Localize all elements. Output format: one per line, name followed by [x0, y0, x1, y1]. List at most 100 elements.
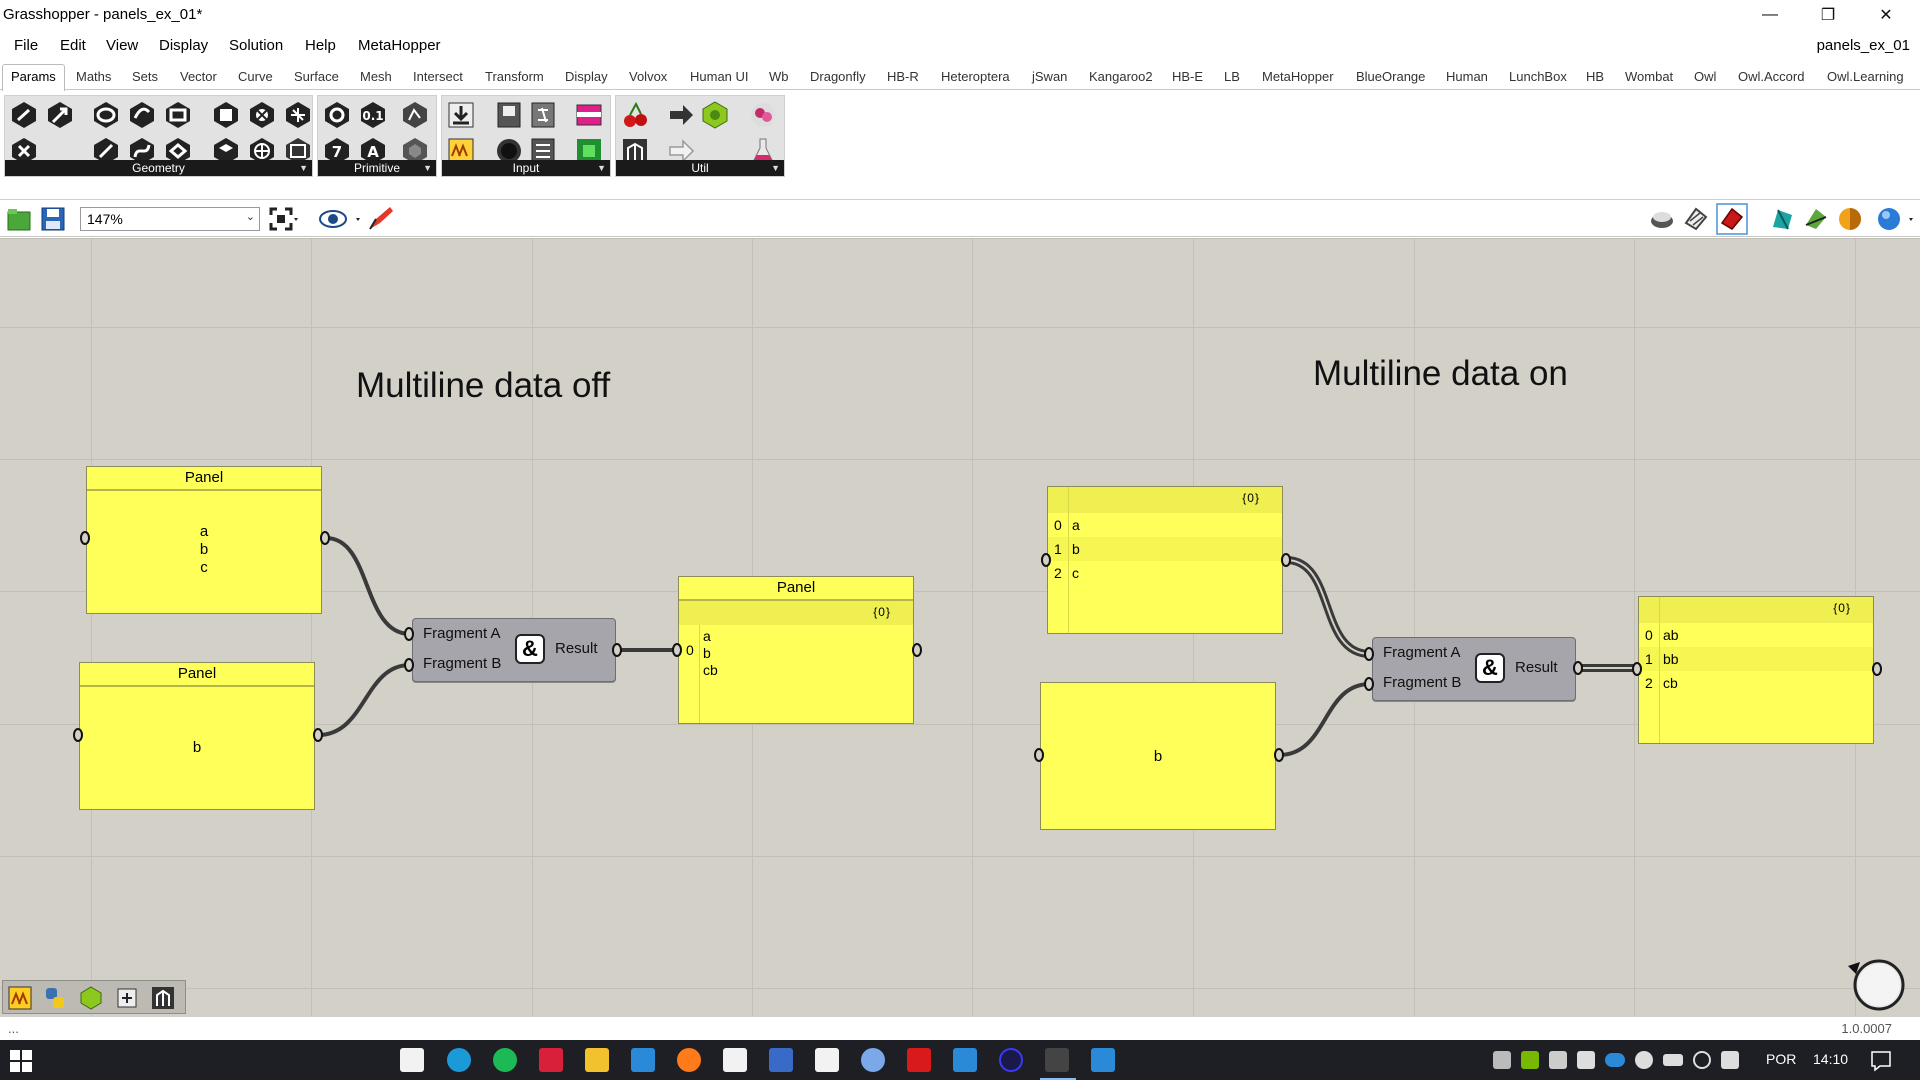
- preview-selected-icon[interactable]: [1768, 205, 1796, 233]
- input-grip[interactable]: [1041, 553, 1051, 567]
- tab-display[interactable]: Display: [565, 69, 608, 84]
- button-icon[interactable]: [494, 136, 524, 166]
- zoom-dropdown[interactable]: 147%⌄: [80, 207, 260, 231]
- tray-pen-icon[interactable]: [1577, 1051, 1595, 1069]
- tab-mesh[interactable]: Mesh: [360, 69, 392, 84]
- polyline-param-icon[interactable]: [163, 136, 193, 166]
- plane-param-icon[interactable]: [9, 136, 39, 166]
- preview-eye-icon[interactable]: [318, 206, 362, 232]
- tray-cloud-icon[interactable]: [1635, 1051, 1653, 1069]
- rstudio-icon[interactable]: [861, 1048, 885, 1072]
- grasshopper-canvas[interactable]: Multiline data off Multiline data on Pan…: [0, 238, 1920, 1016]
- tab-maths[interactable]: Maths: [76, 69, 112, 84]
- text-param-icon[interactable]: A: [358, 136, 388, 166]
- onedrive-icon[interactable]: [1605, 1053, 1625, 1067]
- panel-input-b[interactable]: Panel b: [79, 662, 315, 810]
- render-sphere-icon[interactable]: [1876, 205, 1916, 233]
- tab-sets[interactable]: Sets: [132, 69, 159, 84]
- tab-heteroptera[interactable]: Heteroptera: [941, 69, 1010, 84]
- input-grip[interactable]: [1034, 748, 1044, 762]
- tab-lb[interactable]: LB: [1224, 69, 1240, 84]
- galapagos-widget-icon[interactable]: [79, 986, 103, 1010]
- output-grip[interactable]: [313, 728, 323, 742]
- tab-owl-accord[interactable]: Owl.Accord: [1738, 69, 1805, 84]
- brep-param-icon[interactable]: [247, 100, 277, 130]
- line-param-icon[interactable]: [91, 136, 121, 166]
- mendeley-icon[interactable]: [539, 1048, 563, 1072]
- battery-icon[interactable]: [1663, 1054, 1683, 1066]
- jump-arrow-outline-icon[interactable]: [666, 136, 696, 166]
- volume-icon[interactable]: [1721, 1051, 1739, 1069]
- shaded-preview-icon[interactable]: [1716, 203, 1748, 235]
- mesh-param-icon[interactable]: [283, 100, 313, 130]
- open-file-icon[interactable]: [6, 206, 32, 232]
- box-param-icon[interactable]: [211, 136, 241, 166]
- panel-output-right[interactable]: {0} 0 ab 1 bb 2 cb: [1638, 596, 1874, 744]
- panel-input-a-multiline[interactable]: {0} 0 a 1 b 2 c: [1047, 486, 1283, 634]
- tab-dragonfly[interactable]: Dragonfly: [810, 69, 866, 84]
- curve-param-icon[interactable]: [127, 136, 157, 166]
- panel-input-b-multiline[interactable]: b: [1040, 682, 1276, 830]
- nvidia-icon[interactable]: [1521, 1051, 1539, 1069]
- material-sphere-icon[interactable]: [1836, 205, 1864, 233]
- input-fragment-b[interactable]: Fragment B: [423, 655, 502, 672]
- sticky-notes-icon[interactable]: [953, 1048, 977, 1072]
- tab-hb-r[interactable]: HB-R: [887, 69, 919, 84]
- clock-time[interactable]: 14:10: [1813, 1051, 1849, 1067]
- tab-hb-e[interactable]: HB-E: [1172, 69, 1204, 84]
- tab-lunchbox[interactable]: LunchBox: [1509, 69, 1567, 84]
- tab-params[interactable]: Params: [2, 64, 65, 91]
- output-grip[interactable]: [1872, 662, 1882, 676]
- windows-start-icon[interactable]: [10, 1050, 32, 1072]
- geometry-param-icon[interactable]: [283, 136, 313, 166]
- spotify-icon[interactable]: [493, 1048, 517, 1072]
- menu-file[interactable]: File: [14, 37, 39, 54]
- fuzzy-icon[interactable]: [748, 100, 778, 130]
- pycharm-icon[interactable]: [723, 1048, 747, 1072]
- output-grip[interactable]: [912, 643, 922, 657]
- panel-output-left[interactable]: Panel {0} 0 a b cb: [678, 576, 914, 724]
- add-widget-icon[interactable]: [115, 986, 139, 1010]
- output-result[interactable]: Result: [555, 640, 598, 657]
- tab-surface[interactable]: Surface: [294, 69, 339, 84]
- input-language[interactable]: POR: [1766, 1051, 1797, 1067]
- tab-hb[interactable]: HB: [1586, 69, 1605, 84]
- output-grip[interactable]: [612, 643, 622, 657]
- menu-metahopper[interactable]: MetaHopper: [358, 37, 441, 54]
- panel-input-a[interactable]: Panel a b c: [86, 466, 322, 614]
- input-fragment-a[interactable]: Fragment A: [423, 625, 501, 642]
- wireframe-preview-icon[interactable]: [1682, 205, 1710, 233]
- document-preview-icon[interactable]: [1802, 205, 1830, 233]
- tab-human-ui[interactable]: Human UI: [690, 69, 749, 84]
- input-grip[interactable]: [80, 531, 90, 545]
- grasshopper-taskbar-icon[interactable]: [1045, 1048, 1069, 1072]
- sync-icon[interactable]: [769, 1048, 793, 1072]
- network-icon[interactable]: [1693, 1051, 1711, 1069]
- slider-icon[interactable]: [494, 100, 524, 130]
- python-icon[interactable]: [43, 986, 67, 1010]
- rectangle-param-icon[interactable]: [163, 100, 193, 130]
- color-swatch-icon[interactable]: [574, 136, 604, 166]
- no-preview-icon[interactable]: [1648, 205, 1676, 233]
- tab-wombat[interactable]: Wombat: [1625, 69, 1674, 84]
- menu-help[interactable]: Help: [305, 37, 336, 54]
- galapagos-icon[interactable]: [700, 100, 730, 130]
- value-list-icon[interactable]: [528, 136, 558, 166]
- tab-intersect[interactable]: Intersect: [413, 69, 463, 84]
- arc-param-icon[interactable]: [127, 100, 157, 130]
- jump-arrow-icon[interactable]: [666, 100, 696, 130]
- output-result[interactable]: Result: [1515, 659, 1558, 676]
- tab-curve[interactable]: Curve: [238, 69, 273, 84]
- ribbon-group-label[interactable]: Geometry▼: [5, 160, 312, 176]
- number-param-icon[interactable]: 0.1: [358, 100, 388, 130]
- vector-param-icon[interactable]: [45, 100, 75, 130]
- r-app-icon[interactable]: [815, 1048, 839, 1072]
- generic-param-icon[interactable]: [400, 136, 430, 166]
- input-grip[interactable]: [73, 728, 83, 742]
- tab-transform[interactable]: Transform: [485, 69, 544, 84]
- menu-display[interactable]: Display: [159, 37, 209, 54]
- tab-blueorange[interactable]: BlueOrange: [1356, 69, 1426, 84]
- obs-icon[interactable]: [999, 1048, 1023, 1072]
- input-grip[interactable]: [672, 643, 682, 657]
- menu-solution[interactable]: Solution: [229, 37, 284, 54]
